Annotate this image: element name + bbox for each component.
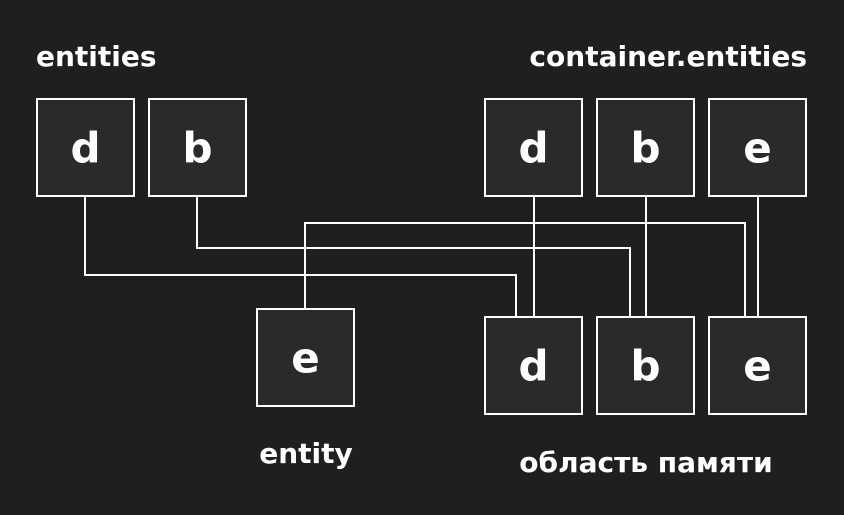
box-letter: e (743, 342, 772, 391)
entities-box-b: b (148, 98, 247, 197)
container-entities-label: container.entities (529, 40, 807, 73)
container-box-b: b (596, 98, 695, 197)
entities-label: entities (36, 40, 157, 73)
box-letter: b (630, 124, 660, 173)
container-box-e: e (708, 98, 807, 197)
memory-region-label: область памяти (519, 446, 772, 479)
box-letter: b (182, 124, 212, 173)
box-letter: e (743, 124, 772, 173)
entities-box-d: d (36, 98, 135, 197)
box-letter: b (630, 342, 660, 391)
entity-box-e: e (256, 308, 355, 407)
box-letter: d (70, 124, 100, 173)
memory-box-d: d (484, 316, 583, 415)
wire-entity-e-to-memory-e (304, 222, 746, 316)
memory-box-e: e (708, 316, 807, 415)
connectors (84, 197, 759, 316)
wire-entities-d-to-memory-d (84, 197, 517, 316)
box-letter: d (518, 342, 548, 391)
container-box-d: d (484, 98, 583, 197)
box-letter: d (518, 124, 548, 173)
memory-box-b: b (596, 316, 695, 415)
entity-label: entity (259, 437, 353, 470)
box-letter: e (291, 334, 320, 383)
wire-entities-b-to-memory-b (196, 197, 631, 316)
